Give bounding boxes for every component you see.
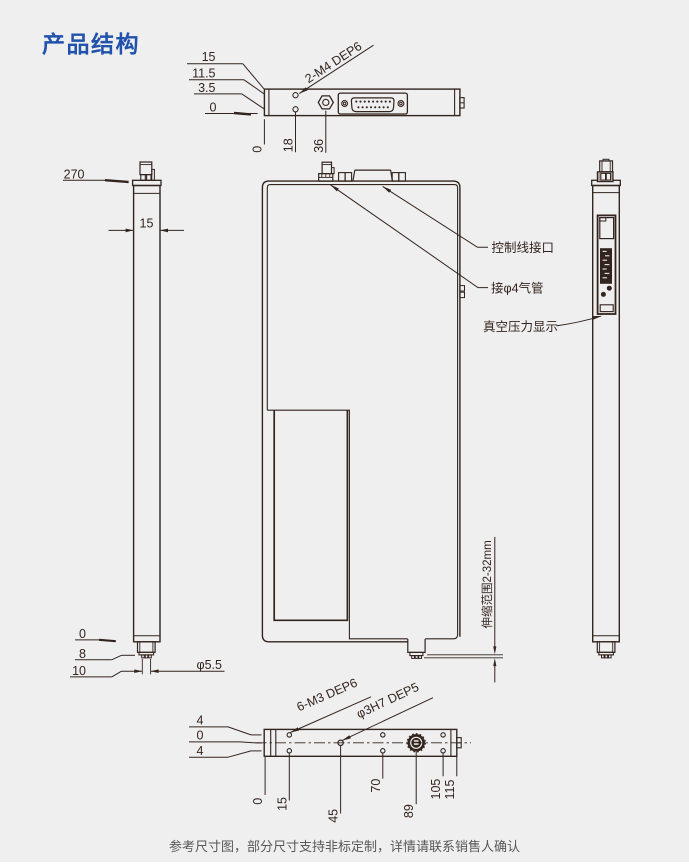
display-segments — [602, 250, 610, 279]
dim-b0: 0 — [79, 627, 86, 641]
bxdim-105: 105 — [429, 779, 443, 800]
bottom-x-dims: 0 15 45 70 89 105 115 — [251, 745, 458, 823]
right-bottom-nozzle-icon — [596, 641, 616, 659]
dsub-pins — [355, 100, 391, 109]
bxdim-0: 0 — [251, 798, 265, 805]
dim-b10: 10 — [72, 664, 86, 678]
top-view-width-dims: 15 11.5 3.5 0 — [187, 50, 265, 116]
dsub-connector-top-icon — [337, 92, 409, 115]
left-bottom-nozzle-icon — [136, 641, 156, 659]
callout-2-M4: 2-M4 DEP6 — [303, 39, 365, 86]
air-port-hex-icon — [317, 95, 335, 110]
air-tube-callout: 接φ4气管 — [330, 184, 544, 296]
vacuum-port-icon — [406, 733, 426, 753]
bxdim-70: 70 — [369, 779, 383, 793]
top-view-hole-callout: 2-M4 DEP6 — [298, 39, 374, 95]
xdim-36: 36 — [312, 139, 326, 153]
stroke-range-label: 伸缩范围2-32mm — [480, 540, 494, 628]
top-view: 15 11.5 3.5 0 2-M4 DEP6 0 — [187, 39, 465, 153]
top-view-body — [263, 88, 465, 117]
vacuum-display-panel — [596, 214, 617, 315]
left-top-fitting-icon — [139, 161, 155, 181]
rowdim-0: 0 — [197, 729, 204, 743]
side-view-left: 270 15 0 8 10 — [63, 161, 225, 678]
rowdim-4-top: 4 — [197, 714, 204, 728]
left-bottom-dims: 0 8 10 — [70, 627, 143, 678]
left-width-dim: 15 — [108, 217, 184, 233]
side-view-right — [591, 158, 621, 659]
rowdim-4-bottom: 4 — [197, 744, 204, 758]
dim-b8: 8 — [79, 647, 86, 661]
bottom-holes — [286, 732, 446, 754]
callout-phi3H7: φ3H7 DEP5 — [354, 680, 421, 721]
bxdim-89: 89 — [402, 804, 416, 818]
top-view-x-dims: 0 18 36 — [250, 110, 327, 153]
xdim-18: 18 — [282, 138, 296, 152]
front-dsub-profile-icon — [338, 169, 406, 182]
dim-15: 15 — [202, 50, 216, 64]
stroke-range-dim: 伸缩范围2-32mm — [424, 536, 503, 683]
bxdim-45: 45 — [327, 809, 341, 823]
dim-0: 0 — [210, 100, 217, 114]
control-cable-label: 控制线接口 — [492, 240, 555, 255]
air-tube-label: 接φ4气管 — [491, 281, 544, 296]
bxdim-15: 15 — [275, 797, 289, 811]
footer-note: 参考尺寸图，部分尺寸支持非标定制，详情请联系销售人确认 — [168, 839, 520, 854]
bottom-bar-body — [255, 728, 471, 758]
page-title: 产品结构 — [42, 31, 140, 57]
thread-callout: 6-M3 DEP6 — [290, 676, 372, 733]
vacuum-display-label: 真空压力显示 — [483, 320, 558, 334]
bottom-row-dims: 4 0 4 — [189, 714, 262, 758]
bottom-view: 6-M3 DEP6 φ3H7 DEP5 4 0 4 — [189, 676, 471, 823]
front-air-fitting-icon — [318, 161, 335, 182]
right-top-fitting-icon — [596, 158, 614, 183]
left-tip-diameter-dim: φ5.5 — [141, 658, 225, 675]
xdim-0: 0 — [250, 146, 264, 153]
left-length-dim: 270 — [63, 167, 129, 184]
dim-270: 270 — [64, 167, 85, 181]
front-bottom-nozzle-icon — [407, 639, 426, 659]
bxdim-115: 115 — [443, 780, 457, 800]
front-body-outline — [261, 180, 465, 643]
control-cable-callout: 控制线接口 — [382, 185, 555, 255]
left-bar-body — [131, 179, 162, 643]
vacuum-display-callout: 真空压力显示 — [483, 315, 602, 334]
dim-w15: 15 — [140, 217, 154, 231]
dim-11-5: 11.5 — [192, 67, 215, 81]
dim-phi5-5: φ5.5 — [197, 658, 223, 672]
callout-6-M3: 6-M3 DEP6 — [295, 676, 360, 715]
dim-3-5: 3.5 — [198, 81, 215, 95]
bottom-strip — [0, 862, 689, 867]
front-view: 控制线接口 接φ4气管 真空压力显示 伸缩范围2-32mm — [261, 161, 602, 683]
